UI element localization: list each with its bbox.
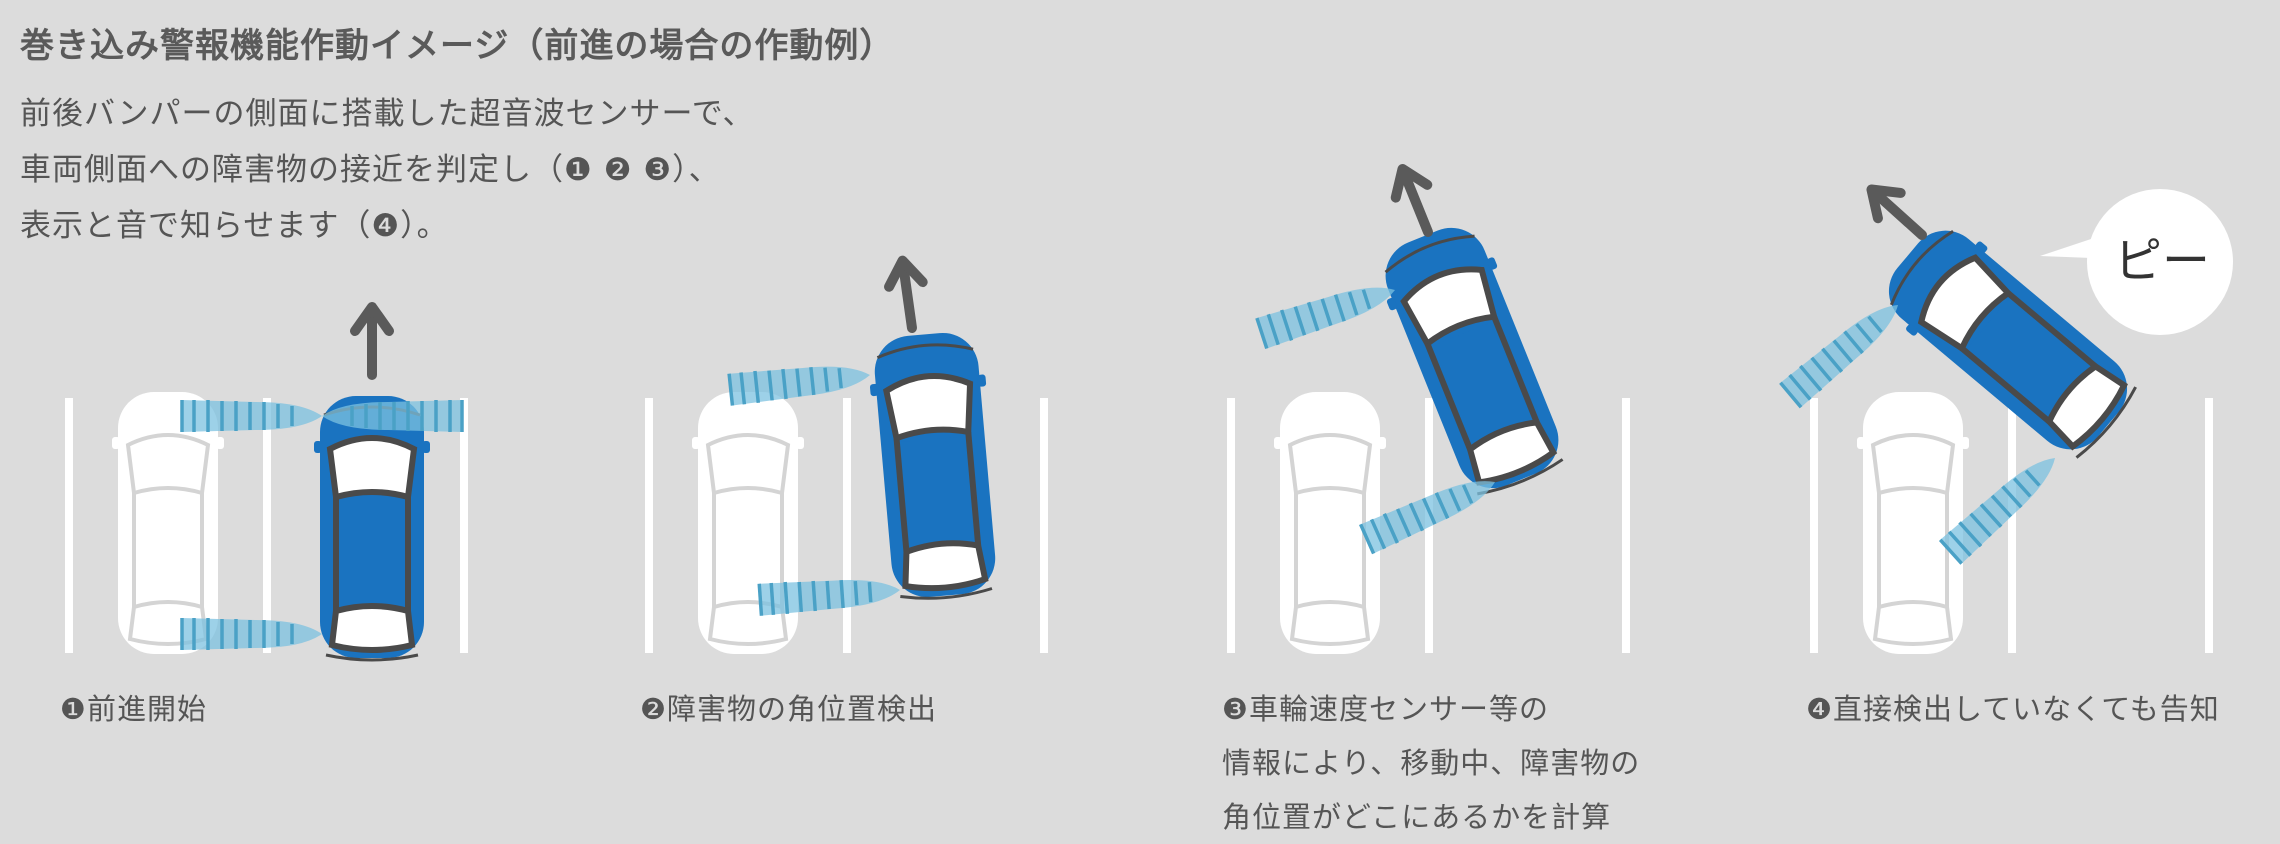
caption-step-4: ❹直接検出していなくても告知 xyxy=(1806,682,2220,736)
beep-text: ピー xyxy=(2114,233,2210,289)
description-line-2: 車両側面への障害物の接近を判定し（❶ ❷ ❸）、 xyxy=(20,152,721,188)
speech-bubble: ピー xyxy=(2040,189,2233,335)
direction-arrow xyxy=(1860,177,1933,248)
description: 前後バンパーの側面に搭載した超音波センサーで、 車両側面への障害物の接近を判定し… xyxy=(20,86,754,254)
caption-line: ❷障害物の角位置検出 xyxy=(640,692,937,726)
caption-line: ❶前進開始 xyxy=(60,692,207,726)
scene-3 xyxy=(1227,163,1630,656)
parking-line xyxy=(2205,398,2213,653)
parking-line xyxy=(65,398,73,653)
sensor-beam xyxy=(1778,290,1911,409)
direction-arrow xyxy=(1387,163,1444,239)
parked-car xyxy=(690,390,806,656)
parked-car xyxy=(1855,390,1971,656)
parking-line xyxy=(843,398,851,653)
caption-line: 角位置がどこにあるかを計算 xyxy=(1222,800,1612,834)
caption-line: ❹直接検出していなくても告知 xyxy=(1806,692,2220,726)
ego-car xyxy=(1369,215,1575,503)
caption-step-1: ❶前進開始 xyxy=(60,682,207,736)
direction-arrow xyxy=(886,258,929,330)
parking-line xyxy=(1622,398,1630,653)
description-line-1: 前後バンパーの側面に搭載した超音波センサーで、 xyxy=(20,96,755,132)
parking-line xyxy=(1810,398,1818,653)
parking-line xyxy=(263,398,271,653)
description-line-3: 表示と音で知らせます（❹）。 xyxy=(20,208,449,244)
caption-step-3: ❸車輪速度センサー等の 情報により、移動中、障害物の 角位置がどこにあるかを計算 xyxy=(1222,682,1640,844)
parking-line xyxy=(2008,398,2016,653)
caption-line: ❸車輪速度センサー等の xyxy=(1222,692,1549,726)
ego-car xyxy=(866,329,1005,602)
scene-1 xyxy=(65,307,468,660)
sensor-beam xyxy=(180,616,324,652)
parking-line xyxy=(1040,398,1048,653)
parking-line xyxy=(1227,398,1235,653)
scene-4: ピー xyxy=(1778,177,2233,656)
page-title: 巻き込み警報機能作動イメージ（前進の場合の作動例） xyxy=(20,26,895,66)
direction-arrow xyxy=(355,307,389,375)
caption-line: 情報により、移動中、障害物の xyxy=(1222,746,1641,780)
ego-car xyxy=(314,396,430,660)
caption-step-2: ❷障害物の角位置検出 xyxy=(640,682,937,736)
parking-line xyxy=(460,398,468,653)
scene-2 xyxy=(645,258,1048,656)
parking-line xyxy=(645,398,653,653)
sensor-beam xyxy=(1255,273,1402,351)
